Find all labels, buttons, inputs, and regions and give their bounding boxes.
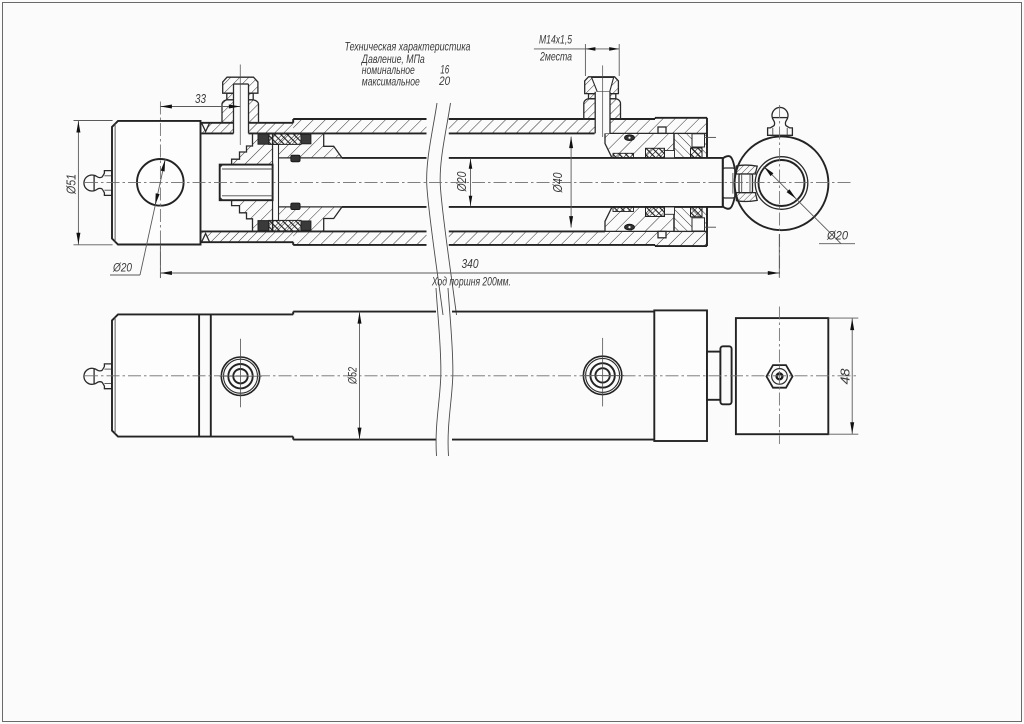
svg-text:номинальное: номинальное — [362, 65, 415, 77]
svg-text:Ø20: Ø20 — [112, 261, 132, 275]
svg-text:максимальное: максимальное — [362, 77, 420, 89]
svg-text:16: 16 — [440, 65, 449, 77]
svg-text:Ø20: Ø20 — [826, 229, 848, 243]
svg-text:33: 33 — [195, 92, 206, 106]
svg-text:48: 48 — [839, 368, 853, 384]
svg-text:2места: 2места — [539, 50, 572, 64]
svg-text:Ø40: Ø40 — [551, 172, 565, 193]
svg-text:Ø20: Ø20 — [455, 171, 469, 192]
svg-text:Ход поршня 200мм.: Ход поршня 200мм. — [431, 277, 511, 289]
svg-text:340: 340 — [462, 257, 479, 271]
svg-text:Ø52: Ø52 — [346, 367, 360, 385]
svg-text:Ø51: Ø51 — [65, 174, 79, 195]
svg-text:Давление, МПа: Давление, МПа — [360, 54, 425, 66]
svg-text:Техническая характеристика: Техническая характеристика — [345, 40, 471, 54]
svg-text:20: 20 — [438, 76, 450, 88]
svg-text:M14x1,5: M14x1,5 — [539, 33, 572, 47]
